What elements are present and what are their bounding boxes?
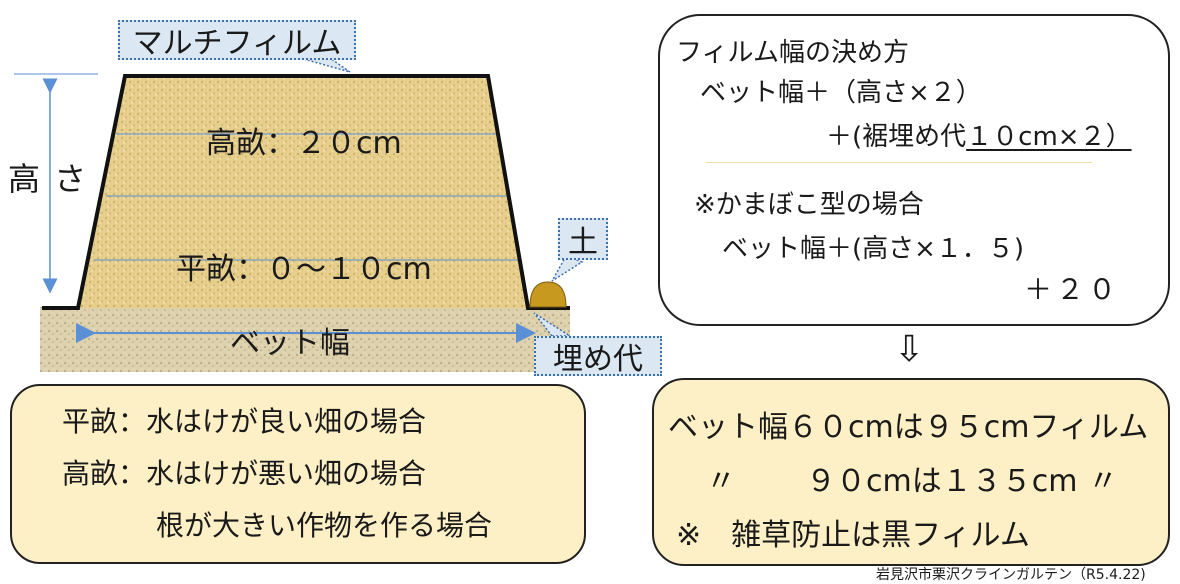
bed-type-takaune-roots: 根が大きい作物を作る場合 [156,509,493,542]
height-label: 高 さ [8,160,89,198]
ditto-mark: 〃 [1088,464,1118,499]
formula-line2-prefix: ＋(裾埋め代 [826,122,967,152]
soil-mound [529,281,567,308]
takaune-height-label: 高畝：２０cm [206,126,402,161]
down-arrow-icon: ⇩ [894,329,925,370]
mulch-film-label: マルチフィルム [132,26,342,61]
formula-line2-margin: １０cm×２） [966,122,1132,152]
film-width-formula-line1: ベット幅＋（高さ×２） [700,78,982,108]
soil-label: 土 [568,225,598,260]
kamaboko-addition: ＋２０ [1024,273,1121,306]
hiraune-height-label: 平畝：０～１０cm [176,252,432,287]
film-width-title: フィルム幅の決め方 [676,38,909,68]
result-line-60: ベット幅６０cmは９５cmフィルム [668,410,1149,445]
kamaboko-title: ※かまぼこ型の場合 [694,190,924,220]
kamaboko-formula: ベット幅＋(高さ×１．５) [722,234,1025,264]
bed-width-label: ベット幅 [230,326,350,361]
film-callout-tail [299,57,351,73]
footer-credit: 岩見沢市栗沢クラインガルテン（R5.4.22) [876,567,1146,583]
formula-divider [706,162,1092,163]
result-90-text: ９０cmは１３５cm [806,464,1078,499]
ditto-mark: 〃 [706,464,736,499]
bed-types-box [10,384,586,564]
soil-callout: 土 [558,218,608,260]
film-width-formula-line2: ＋(裾埋め代１０cm×２） [826,116,1132,153]
margin-label: 埋め代 [553,342,643,377]
film-size-result-box [652,378,1170,566]
bed-type-hiraune: 平畝：水はけが良い畑の場合 [62,405,427,438]
mulch-film-callout: マルチフィルム [118,20,356,61]
bed-type-takaune: 高畝：水はけが悪い畑の場合 [62,457,427,490]
result-black-film-note: ※ 雑草防止は黒フィルム [676,518,1030,553]
margin-callout: 埋め代 [534,336,662,377]
mulch-film-outline [42,74,570,310]
film-width-formula-box [658,14,1170,326]
